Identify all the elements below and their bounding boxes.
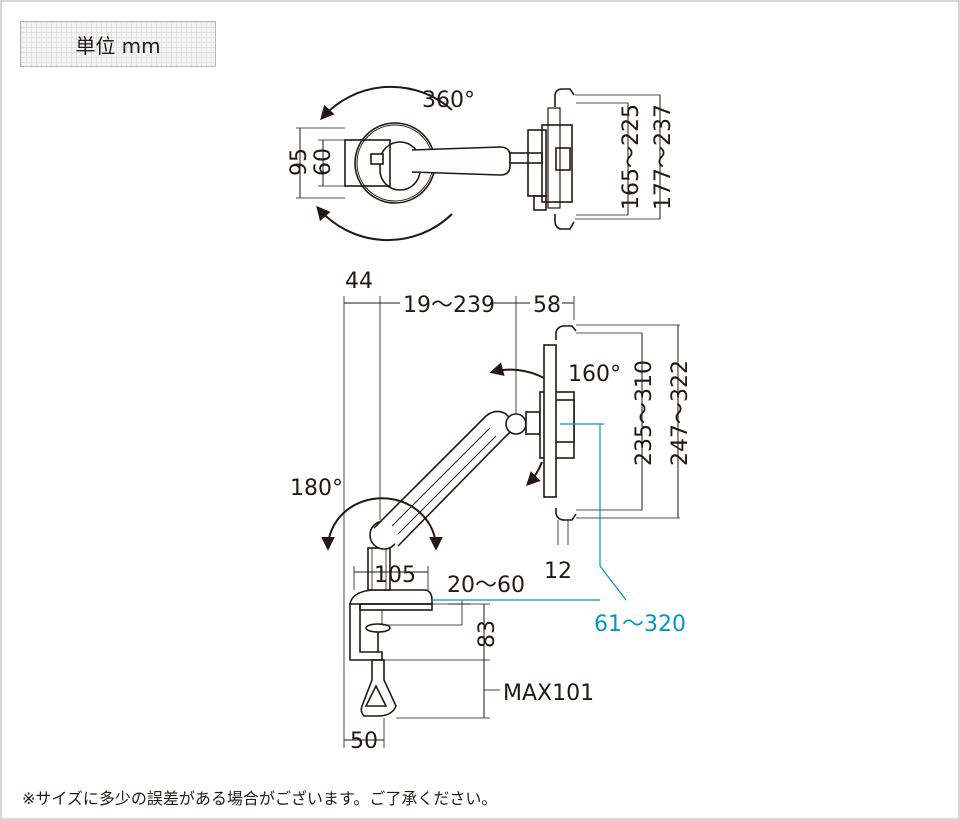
height-range-dimension — [432, 423, 627, 601]
top-height-outer-label: 177～237 — [651, 104, 676, 210]
offset-label: 44 — [345, 269, 373, 294]
clamp-top-plate — [349, 589, 433, 605]
tilt-label: 160° — [568, 362, 621, 387]
side-vesa-rail — [543, 344, 557, 498]
footnote: ※サイズに多少の誤差がある場合がございます。ご了承ください。 — [22, 789, 498, 808]
side-height-inner-label: 235～310 — [632, 360, 657, 466]
base-width-label: 105 — [374, 563, 416, 588]
side-hook-lower — [555, 508, 577, 521]
max-thickness-label: MAX101 — [503, 681, 594, 706]
tilt-arrow-upper — [489, 362, 545, 379]
top-rotation-arrow-upper — [320, 85, 453, 121]
top-hook-lower — [554, 214, 575, 230]
top-width-inner-label: 60 — [311, 148, 336, 176]
top-hook-upper — [554, 88, 575, 107]
arm-extension-label: 19～239 — [403, 293, 495, 318]
clamp-body — [349, 604, 383, 661]
pole-rotation-arrow — [321, 497, 443, 551]
top-clamp-rect — [344, 139, 391, 187]
depth-label: 58 — [533, 293, 561, 318]
height-range-label: 61～320 — [594, 612, 686, 637]
gap-label: 12 — [544, 559, 572, 584]
top-width-outer-label: 95 — [287, 148, 312, 176]
top-height-inner-label: 165～225 — [619, 104, 644, 210]
lower-arm — [373, 410, 514, 547]
top-arm — [411, 146, 511, 176]
top-rotation-arrow-lower — [316, 205, 453, 242]
tilt-arrow-lower — [526, 461, 543, 487]
pole-rotation-label: 180° — [290, 476, 343, 501]
side-height-outer-label: 247～322 — [668, 360, 693, 466]
unit-box: 単位 mm — [20, 21, 216, 67]
side-view — [321, 296, 680, 748]
top-view — [296, 85, 661, 242]
clamp-handle — [360, 659, 397, 717]
top-rotation-label: 360° — [422, 88, 475, 113]
elbow-joint — [505, 413, 527, 435]
unit-label: 単位 mm — [75, 33, 161, 58]
clamp-range-label: 20～60 — [447, 573, 525, 598]
clamp-height-label: 83 — [475, 620, 500, 648]
clamp-width-label: 50 — [350, 729, 378, 754]
side-hook-upper — [555, 325, 577, 340]
